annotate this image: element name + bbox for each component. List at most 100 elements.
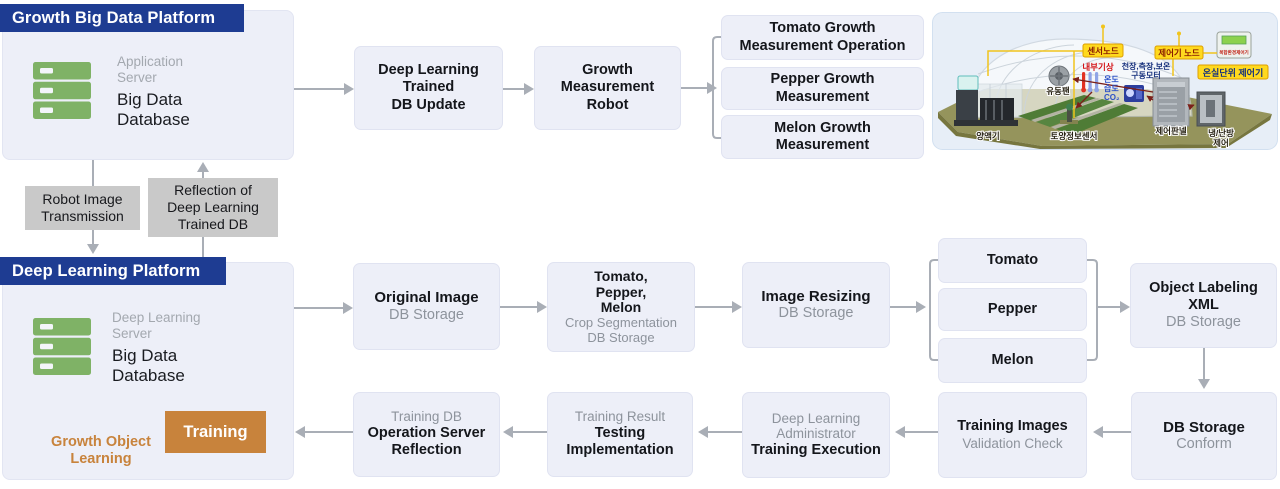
node-crop-tomato: Tomato <box>938 238 1087 283</box>
soil-sensor-device <box>1060 103 1078 124</box>
node-db-storage-conform: DB Storage Conform <box>1131 392 1277 480</box>
server-subtitle-line: Deep Learning <box>112 310 201 325</box>
node-line: Conform <box>1176 436 1232 453</box>
node-line: Reflection <box>391 442 462 459</box>
deep-learning-title: Deep Learning Platform <box>12 261 201 280</box>
training-box: Training <box>165 411 266 453</box>
co2-label: CO₂ <box>1104 93 1120 102</box>
arrow-platform-to-dbupdate <box>292 83 354 95</box>
bracket-outputs <box>712 36 721 139</box>
control-panel-device <box>1152 77 1190 127</box>
arrow-labeling-to-conform <box>1198 348 1210 389</box>
node-line: Trained <box>402 79 455 96</box>
node-line: Testing <box>594 425 646 442</box>
label-robot-image-transmission: Robot Image Transmission <box>25 186 140 230</box>
label-line: Growth Object <box>51 434 151 450</box>
unit-controller-label: 온실단위 제어기 <box>1203 67 1263 78</box>
node-line: DB Storage <box>1166 314 1241 331</box>
server-title-line: Database <box>112 365 185 385</box>
arrow-conform-to-validation <box>1093 426 1131 438</box>
node-line: DB Storage <box>389 306 464 323</box>
server-title-line: Big Data <box>117 90 183 110</box>
growth-platform-header: Growth Big Data Platform <box>0 4 244 32</box>
fan-label: 유동팬 <box>1046 86 1070 96</box>
node-dbupdate: Deep Learning Trained DB Update <box>354 46 503 130</box>
unit-controller-device: 복합환경제어기 <box>1216 31 1252 59</box>
node-line: DB Storage <box>587 329 655 345</box>
node-line: Image Resizing <box>761 287 871 305</box>
bracket-crops-right <box>1087 259 1098 361</box>
node-line: Training Execution <box>751 442 881 459</box>
control-panel-label: 제어판넬 <box>1155 126 1186 136</box>
server-subtitle-line: Application <box>117 54 184 69</box>
node-line: Melon <box>600 299 642 316</box>
arrow-platform-to-original <box>292 302 353 314</box>
server-icon <box>33 318 91 375</box>
hvac-photo <box>1196 91 1226 127</box>
node-line: Measurement <box>560 79 655 96</box>
node-line: Pepper Growth <box>770 71 875 88</box>
bottom-labels: 유동팬 양액기 토양정보센서 제어판넬 냉/난방 제어 <box>975 85 1235 149</box>
server-subtitle: Deep Learning Server <box>112 310 272 342</box>
label-reflection-trained-db: Reflection of Deep Learning Trained DB <box>148 178 278 237</box>
wire-node <box>1101 24 1105 29</box>
growth-object-learning-label: Growth Object Learning <box>40 434 162 469</box>
server-subtitle: Application Server <box>117 54 277 86</box>
node-line: Growth <box>582 62 633 79</box>
arrow-dbupdate-to-robot <box>503 83 534 95</box>
node-line: Tomato, <box>594 267 648 284</box>
server-title: Big Data Database <box>112 346 272 385</box>
node-testing-implementation: Training Result Testing Implementation <box>547 392 693 477</box>
fan-icon <box>1048 65 1070 87</box>
node-line: Melon Growth <box>774 119 871 136</box>
arrow-execution-to-testing <box>698 426 742 438</box>
node-line: Training Images <box>957 418 1068 435</box>
arrow-resizing-to-crops <box>890 301 926 313</box>
node-crop-pepper: Pepper <box>938 288 1087 331</box>
node-line: Object Labeling <box>1149 279 1258 296</box>
node-crop-melon: Melon <box>938 338 1087 383</box>
node-line: Implementation <box>566 442 674 459</box>
node-tomato-growth: Tomato Growth Measurement Operation <box>721 15 924 60</box>
node-line: Training DB <box>391 409 462 425</box>
bracket-crops-left <box>929 259 938 361</box>
server-icon <box>33 62 91 119</box>
node-line: Measurement <box>775 137 870 153</box>
server-title: Big Data Database <box>117 90 277 129</box>
node-line: Operation Server <box>367 425 486 442</box>
node-validation-check: Training Images Validation Check <box>938 392 1087 478</box>
node-original-image: Original Image DB Storage <box>353 263 500 350</box>
node-line: Training Result <box>574 409 666 425</box>
node-line: DB Storage <box>778 305 854 322</box>
node-line: Deep Learning <box>771 410 861 426</box>
greenhouse-illustration: 복합환경제어기 <box>932 12 1278 150</box>
node-line: Measurement Operation <box>739 37 906 54</box>
node-line: DB Storage <box>1163 418 1245 436</box>
node-line: Crop Segmentation <box>564 314 677 330</box>
sensor-node-label: 센서노드 <box>1087 46 1118 56</box>
hvac-label: 냉/난방 <box>1208 128 1234 138</box>
arrow-robot-to-outputs <box>681 82 717 94</box>
unit-controller-tag: 온실단위 제어기 <box>1197 64 1269 80</box>
motor-label: 천장,측장,보온 <box>1122 61 1171 71</box>
nutrient-label: 양액기 <box>976 131 999 141</box>
controller-node-tag: 제어기 노드 <box>1154 45 1204 60</box>
node-line: Robot <box>586 96 629 113</box>
controller-node-label: 제어기 노드 <box>1158 48 1200 58</box>
label-line: Robot Image <box>42 190 123 207</box>
node-line: Administrator <box>776 426 856 442</box>
device-label: 복합환경제어기 <box>1219 49 1249 56</box>
server-title-line: Database <box>117 109 190 129</box>
wire-node <box>1177 31 1181 36</box>
label-line: Deep Learning <box>167 198 259 215</box>
arrow-reflection-to-platform <box>295 426 353 438</box>
server-title-line: Big Data <box>112 346 178 366</box>
arrow-validation-to-execution <box>895 426 938 438</box>
greenhouse-figure: 복합환경제어기 <box>932 12 1278 150</box>
node-line: Melon <box>991 351 1034 368</box>
label-line: Reflection of <box>174 181 252 198</box>
label-line: Transmission <box>41 208 124 224</box>
node-line: Pepper <box>987 300 1038 317</box>
label-line: Learning <box>70 451 132 468</box>
